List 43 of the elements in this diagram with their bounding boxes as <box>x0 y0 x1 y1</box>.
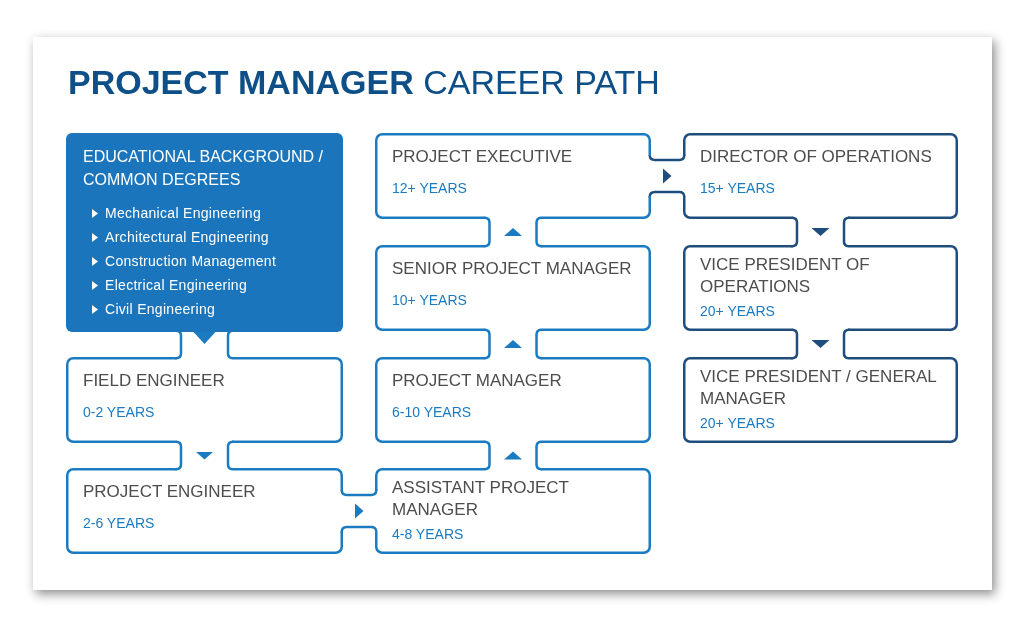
career-step-box <box>683 245 958 331</box>
degree-item: Mechanical Engineering <box>105 204 262 222</box>
arrow-connector <box>483 328 543 360</box>
experience-years: 4-8 YEARS <box>392 525 465 544</box>
arrow-connector <box>648 153 686 199</box>
career-step-box <box>66 468 343 554</box>
career-step-box <box>683 133 958 219</box>
diagram-title: PROJECT MANAGER CAREER PATH <box>68 63 660 101</box>
job-title: PROJECT EXECUTIVE <box>392 146 574 168</box>
experience-years: 10+ YEARS <box>392 291 468 310</box>
experience-years: 20+ YEARS <box>700 414 776 433</box>
job-title: DIRECTOR OF OPERATIONS <box>700 146 933 168</box>
job-title: VICE PRESIDENT / GENERAL MANAGER <box>700 366 938 410</box>
career-step-box <box>375 245 651 331</box>
career-step-box <box>375 133 651 219</box>
job-title: ASSISTANT PROJECT MANAGER <box>392 477 570 521</box>
experience-years: 20+ YEARS <box>700 302 776 321</box>
job-title: SENIOR PROJECT MANAGER <box>392 258 633 280</box>
education-panel <box>66 133 343 332</box>
arrow-connector <box>790 328 851 360</box>
experience-years: 6-10 YEARS <box>392 403 473 422</box>
degree-item: Electrical Engineering <box>105 276 247 294</box>
arrow-connector <box>483 216 543 248</box>
career-step-box <box>375 468 651 554</box>
experience-years: 2-6 YEARS <box>83 514 156 533</box>
section-heading: EDUCATIONAL BACKGROUND / COMMON DEGREES <box>83 147 325 190</box>
job-title: FIELD ENGINEER <box>83 370 226 392</box>
degree-item: Architectural Engineering <box>105 228 269 246</box>
experience-years: 0-2 YEARS <box>83 403 156 422</box>
career-step-box <box>375 357 651 443</box>
job-title: PROJECT ENGINEER <box>83 481 257 503</box>
degree-item: Civil Engineering <box>105 300 216 318</box>
experience-years: 12+ YEARS <box>392 179 468 198</box>
arrow-connector <box>340 488 378 534</box>
experience-years: 15+ YEARS <box>700 179 776 198</box>
job-title: VICE PRESIDENT OF OPERATIONS <box>700 254 871 298</box>
arrow-connector <box>790 216 851 248</box>
career-step-box <box>683 357 958 443</box>
degree-item: Construction Management <box>105 252 277 270</box>
arrow-connector <box>483 440 543 471</box>
arrow-connector <box>174 440 235 471</box>
career-step-box <box>66 357 343 443</box>
job-title: PROJECT MANAGER <box>392 370 563 392</box>
